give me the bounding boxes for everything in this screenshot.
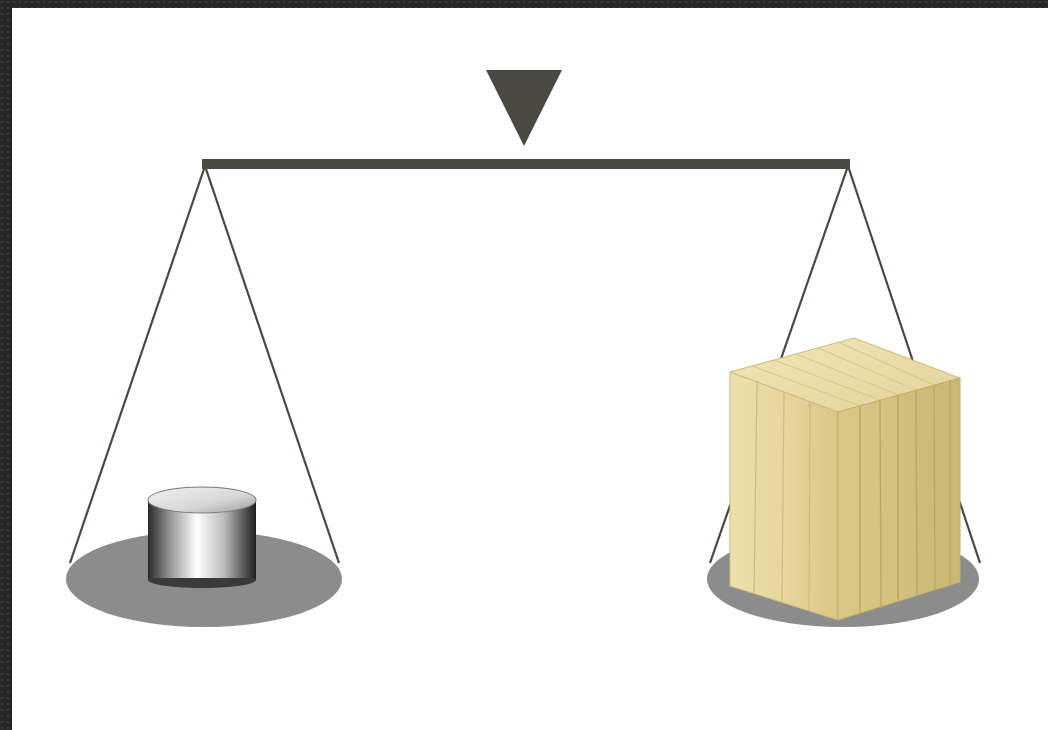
balance-beam <box>202 159 850 169</box>
cylinder-weight-icon <box>148 487 256 588</box>
wood-cube-icon <box>730 338 960 620</box>
diagram-canvas <box>12 8 1048 730</box>
balance-scale-diagram <box>12 8 1048 730</box>
pointer-triangle-icon <box>486 70 562 146</box>
